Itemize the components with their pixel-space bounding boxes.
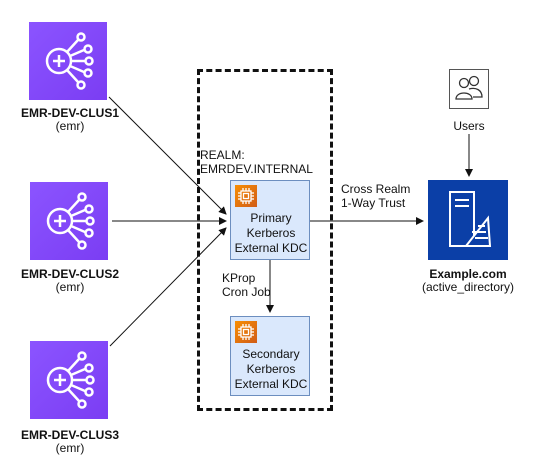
cluster-2-name: EMR-DEV-CLUS2 (20, 267, 119, 281)
emr-cluster-icon (30, 182, 108, 260)
cluster-3-label: EMR-DEV-CLUS3 (emr) (0, 429, 140, 455)
cluster-2-type: (emr) (55, 280, 85, 294)
users-label: Users (453, 119, 485, 133)
clus3-to-primary-arrow (109, 227, 227, 347)
emr-cluster-icon (29, 22, 107, 100)
ad-label: Example.com (active_directory) (398, 268, 535, 294)
secondary-kdc-label: Secondary Kerberos External KDC (234, 347, 308, 391)
secondary-kdc-node: Secondary Kerberos External KDC (230, 316, 310, 396)
cluster-3-name: EMR-DEV-CLUS3 (20, 428, 119, 442)
ad-name: Example.com (429, 267, 507, 281)
clus1-to-primary-arrow (108, 96, 227, 215)
primary-kdc-node: Primary Kerberos External KDC (230, 180, 310, 260)
ad-type: (active_directory) (421, 280, 515, 294)
emr-cluster-icon (30, 341, 108, 419)
cluster-2-label: EMR-DEV-CLUS2 (emr) (0, 268, 140, 294)
directory-service-icon (428, 180, 508, 260)
realm-boundary (197, 69, 333, 411)
ec2-instance-icon (235, 185, 257, 207)
trust-label: Cross Realm 1-Way Trust (341, 182, 411, 210)
cluster-3-type: (emr) (55, 441, 85, 455)
cluster-1-type: (emr) (55, 119, 85, 133)
kprop-label: KProp Cron Job (222, 271, 271, 299)
cluster-1-label: EMR-DEV-CLUS1 (emr) (0, 107, 140, 133)
ec2-instance-icon (235, 321, 257, 343)
cluster-1-name: EMR-DEV-CLUS1 (20, 106, 119, 120)
realm-label: REALM: EMRDEV.INTERNAL (200, 148, 313, 176)
users-icon (449, 69, 489, 109)
primary-kdc-label: Primary Kerberos External KDC (234, 211, 308, 255)
